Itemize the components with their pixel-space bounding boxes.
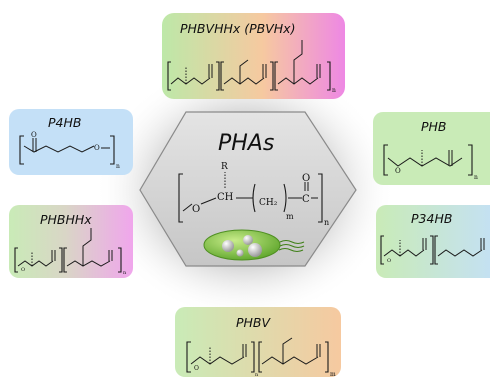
svg-text:CH: CH [217, 192, 234, 203]
svg-text:O: O [387, 258, 391, 264]
svg-text:CH₂: CH₂ [259, 198, 278, 208]
svg-text:n: n [255, 372, 259, 378]
phbhhx-box: PHBHHx O n [9, 205, 133, 278]
svg-text:O: O [302, 173, 310, 184]
svg-text:n: n [123, 270, 127, 276]
svg-text:n: n [324, 218, 329, 227]
phb-box: PHB O n [373, 112, 490, 185]
phbv-box: PHBV O n m [175, 307, 341, 378]
phbhhx-structure: O n [14, 228, 127, 276]
svg-text:C: C [302, 194, 310, 205]
svg-text:O: O [192, 204, 200, 215]
svg-text:O: O [21, 267, 25, 273]
svg-text:O: O [31, 131, 37, 139]
svg-text:m: m [330, 371, 336, 378]
phbv-title: PHBV [236, 315, 272, 330]
phbvhhx-box: PHBVHHx (PBVHx) n [162, 13, 345, 99]
p34hb-structure: O [380, 235, 485, 265]
phb-structure: O n [383, 144, 478, 181]
phb-title: PHB [421, 119, 447, 134]
pha-general-structure: O CH R CH₂ m C O n [178, 162, 329, 227]
pha-title: PHAs [218, 131, 274, 156]
svg-text:O: O [395, 167, 401, 175]
phbv-structure: O n m [186, 337, 336, 378]
p4hb-title: P4HB [48, 115, 81, 130]
p4hb-structure: O O n [19, 131, 120, 170]
phbvhhx-title: PHBVHHx (PBVHx) [180, 21, 295, 36]
substituent-r: R [221, 162, 228, 172]
svg-text:n: n [116, 163, 120, 170]
central-hexagon: PHAs O CH R CH₂ m C O n [139, 111, 357, 267]
phbhhx-title: PHBHHx [40, 212, 92, 227]
svg-text:O: O [94, 144, 100, 152]
svg-text:m: m [286, 212, 294, 221]
p34hb-box: P34HB O [376, 205, 490, 278]
svg-text:n: n [332, 87, 336, 94]
bacterium-icon [203, 229, 305, 261]
p34hb-title: P34HB [411, 211, 452, 226]
svg-text:O: O [194, 365, 199, 372]
p4hb-box: P4HB O O n [9, 109, 133, 175]
svg-text:n: n [474, 174, 478, 181]
phbvhhx-structure: n [167, 40, 336, 94]
